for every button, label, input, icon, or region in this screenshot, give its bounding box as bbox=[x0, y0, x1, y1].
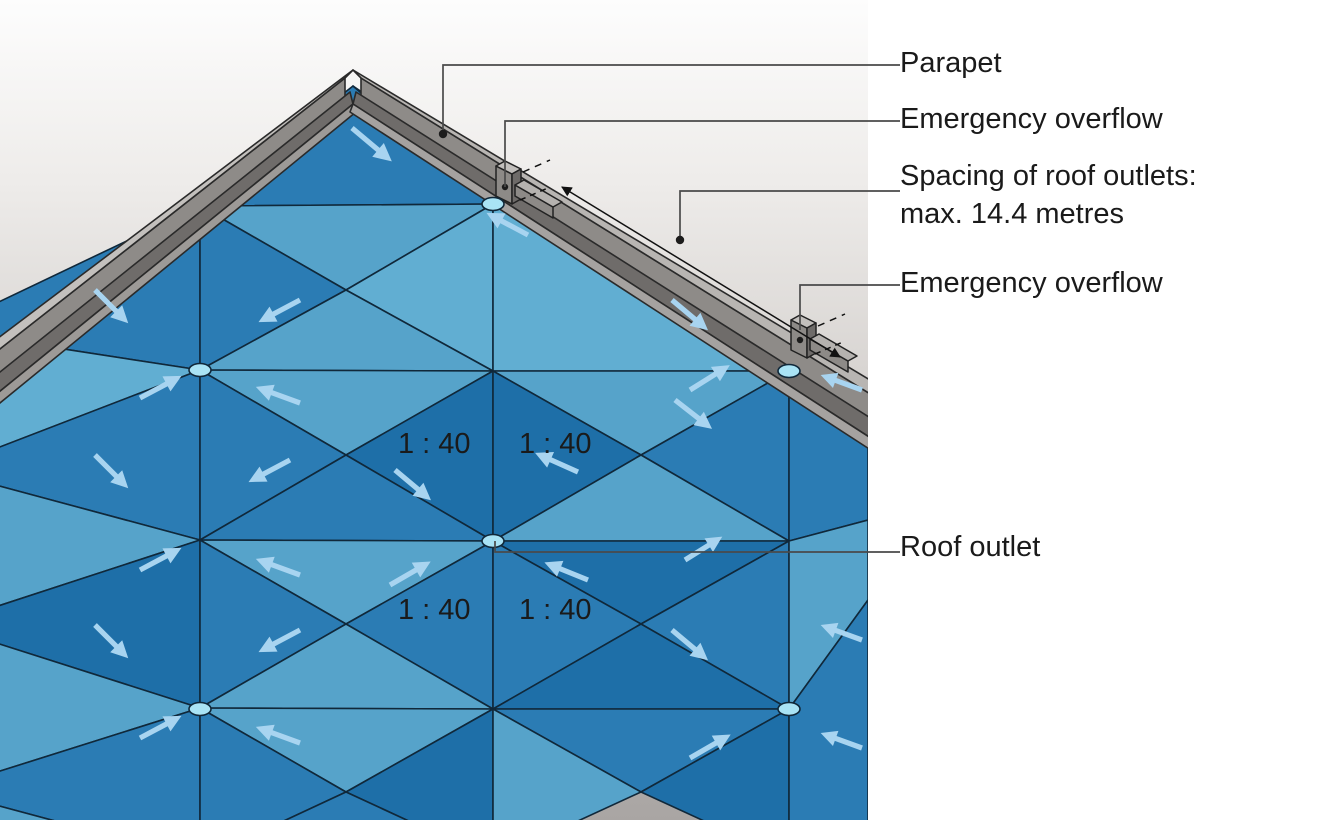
callout-label-spacing-line2: max. 14.4 metres bbox=[900, 198, 1125, 230]
flow-arrow bbox=[486, 212, 530, 238]
flow-arrows bbox=[93, 126, 863, 761]
leader-spacing-of-roof-outlets bbox=[679, 190, 900, 240]
flow-arrow bbox=[670, 298, 709, 331]
flow-arrow bbox=[544, 560, 589, 583]
flow-arrow bbox=[93, 288, 129, 324]
roof-outlet-icon[interactable] bbox=[481, 196, 505, 212]
roof-outlet-icon[interactable] bbox=[481, 533, 505, 549]
roof-facet bbox=[199, 707, 347, 820]
parapet-cap-left bbox=[0, 69, 354, 350]
flow-arrow bbox=[255, 556, 301, 578]
roof-facet bbox=[0, 805, 55, 820]
flow-arrow bbox=[820, 730, 863, 751]
flow-arrow bbox=[255, 384, 301, 406]
flow-arrow bbox=[138, 547, 182, 573]
callout-label-roof-outlet: Roof outlet bbox=[900, 531, 1041, 563]
flow-arrow bbox=[670, 628, 709, 661]
slope-label: 1 : 40 bbox=[519, 594, 592, 626]
leader-emergency-overflow-bottom bbox=[799, 284, 900, 330]
dimension-line bbox=[561, 186, 841, 358]
callout-anchor-dots bbox=[438, 129, 685, 245]
roof-facet bbox=[283, 791, 409, 820]
dimension-witness-top bbox=[522, 159, 551, 173]
flow-arrow bbox=[248, 457, 292, 483]
flow-arrow bbox=[93, 623, 129, 659]
flow-arrow bbox=[683, 536, 723, 563]
flow-arrow bbox=[393, 468, 432, 501]
flow-arrow bbox=[255, 724, 301, 746]
flow-arrow bbox=[138, 375, 182, 401]
anchor-dot-parapet bbox=[438, 129, 448, 139]
emergency-overflow-unit-top[interactable] bbox=[495, 160, 563, 219]
roof-facet bbox=[788, 519, 868, 710]
roof-outlets[interactable] bbox=[188, 196, 801, 717]
roof-outlet-icon[interactable] bbox=[777, 701, 801, 717]
flow-arrow bbox=[93, 453, 129, 489]
flow-arrow bbox=[258, 627, 302, 653]
callout-label-spacing-line1: Spacing of roof outlets: bbox=[900, 160, 1197, 192]
dimension-tick-bottom bbox=[814, 341, 844, 355]
flow-arrow bbox=[350, 126, 392, 162]
roof-outlet-icon[interactable] bbox=[188, 701, 212, 717]
roof-facet bbox=[788, 599, 868, 820]
leader-parapet bbox=[442, 64, 900, 134]
dimension-tick-top bbox=[519, 187, 549, 201]
flow-arrow bbox=[820, 622, 863, 643]
outlet-spacing-dimension bbox=[519, 159, 846, 358]
roof-facet bbox=[492, 708, 642, 820]
slope-label: 1 : 40 bbox=[398, 594, 471, 626]
callout-leaders bbox=[442, 64, 900, 553]
roof-outlet-icon[interactable] bbox=[777, 363, 801, 379]
callout-label-emergency-overflow-bottom: Emergency overflow bbox=[900, 267, 1163, 299]
overflow-anchor-dot bbox=[796, 336, 804, 344]
anchor-dot-spacing bbox=[675, 235, 685, 245]
flow-arrow bbox=[258, 297, 302, 323]
background-white-panel bbox=[868, 0, 1320, 820]
roof-assembly bbox=[0, 69, 868, 820]
slope-label: 1 : 40 bbox=[519, 428, 592, 460]
leader-roof-outlet bbox=[494, 541, 900, 553]
leader-emergency-overflow-top bbox=[504, 120, 900, 187]
flow-arrow bbox=[673, 397, 713, 429]
callout-label-parapet: Parapet bbox=[900, 47, 1002, 79]
slope-label: 1 : 40 bbox=[398, 428, 471, 460]
flow-arrow bbox=[388, 561, 431, 588]
roof-outlet-icon[interactable] bbox=[188, 362, 212, 378]
flow-arrow bbox=[138, 715, 182, 741]
callout-label-emergency-overflow-top: Emergency overflow bbox=[900, 103, 1163, 135]
flow-arrow bbox=[688, 365, 730, 393]
flow-arrow bbox=[535, 452, 580, 475]
flow-arrow bbox=[688, 734, 731, 761]
parapet-inner-left bbox=[0, 91, 354, 393]
flow-arrow bbox=[820, 372, 863, 393]
